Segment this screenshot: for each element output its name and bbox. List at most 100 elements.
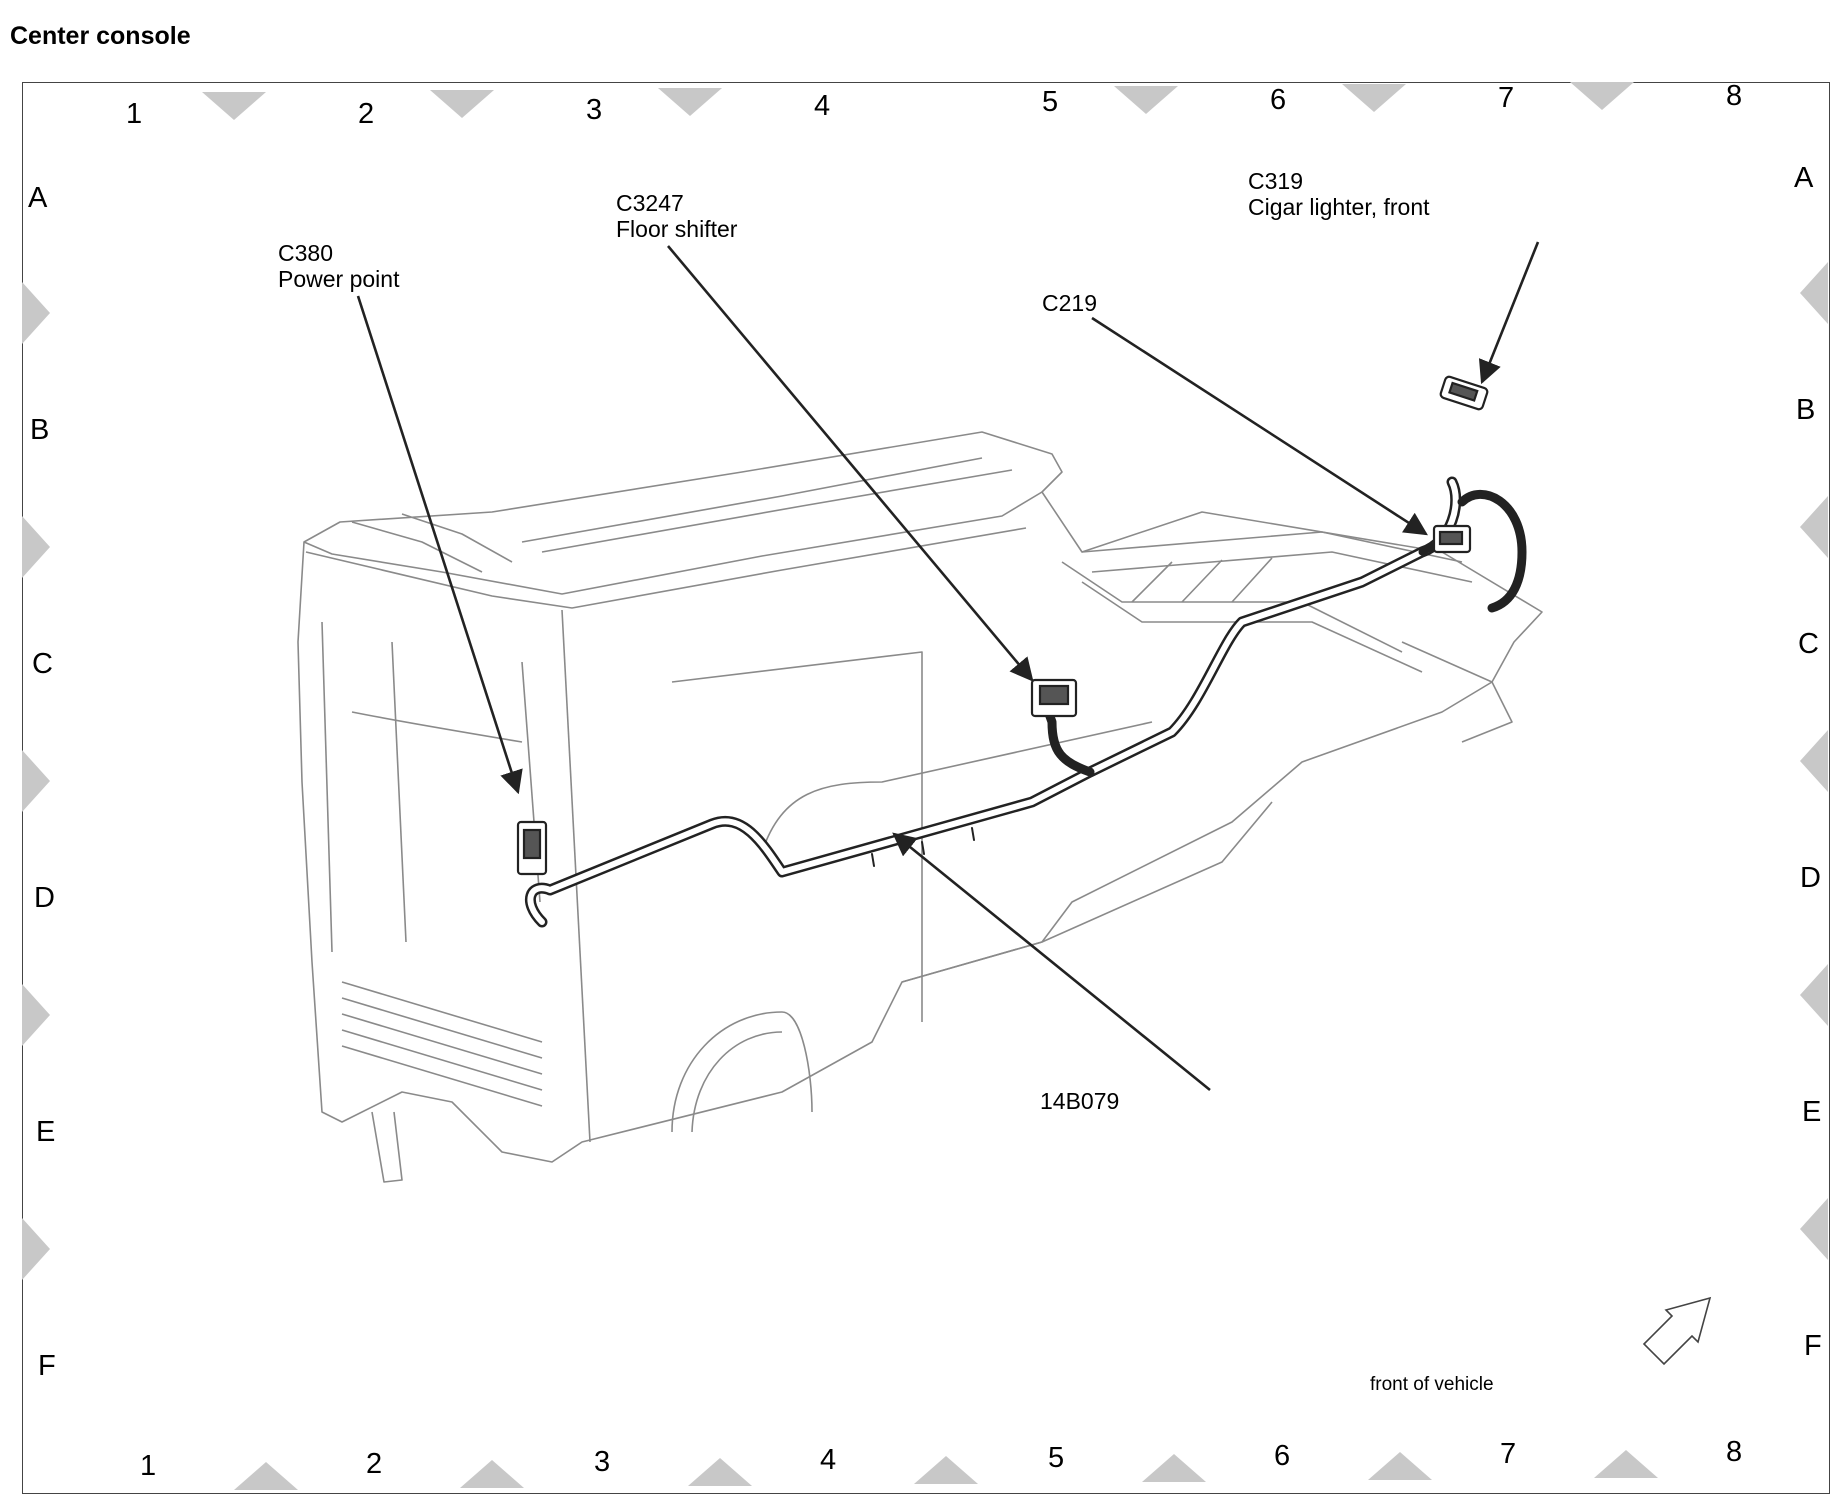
callout-c319-id: C319 bbox=[1248, 168, 1303, 194]
marker-top-1 bbox=[202, 92, 266, 120]
leader-14b079 bbox=[892, 832, 1211, 1092]
connector-c219-inner bbox=[1438, 530, 1464, 546]
row-left-d: D bbox=[34, 882, 55, 914]
col-bottom-4: 4 bbox=[820, 1444, 837, 1476]
marker-left-3 bbox=[22, 750, 50, 812]
row-right-a: A bbox=[1794, 162, 1814, 194]
connector-c3247-inner bbox=[1038, 684, 1070, 706]
marker-right-3 bbox=[1800, 730, 1828, 792]
armrest-top-1 bbox=[351, 521, 483, 573]
row-right-b: B bbox=[1796, 394, 1816, 426]
tray-opening-2 bbox=[1081, 581, 1423, 673]
col-top-5: 5 bbox=[1042, 86, 1059, 118]
side-panel-line-2 bbox=[761, 721, 1153, 853]
leader-lines bbox=[356, 241, 1540, 1092]
callout-c319-desc: Cigar lighter, front bbox=[1248, 194, 1430, 220]
marker-left-5 bbox=[22, 1218, 50, 1280]
row-left-a: A bbox=[28, 182, 48, 214]
marker-right-4 bbox=[1800, 964, 1828, 1026]
callout-c219-id: C219 bbox=[1042, 290, 1097, 316]
marker-bottom-6 bbox=[1368, 1452, 1432, 1480]
col-bottom-8: 8 bbox=[1726, 1436, 1743, 1468]
marker-top-2 bbox=[430, 90, 494, 118]
marker-top-7 bbox=[1570, 82, 1634, 110]
row-right-d: D bbox=[1800, 862, 1821, 894]
diagram-frame: 1 2 3 4 5 6 7 8 1 2 3 4 5 6 7 8 A B C D … bbox=[22, 82, 1830, 1494]
grid-markers bbox=[22, 82, 1828, 1490]
console-body bbox=[297, 431, 1543, 1183]
col-bottom-1: 1 bbox=[140, 1450, 157, 1482]
harness-outer bbox=[525, 476, 1462, 928]
side-panel-line-1 bbox=[671, 651, 923, 1022]
front-of-vehicle-arrow-icon bbox=[1642, 1296, 1712, 1366]
marker-left-4 bbox=[22, 984, 50, 1046]
col-bottom-6: 6 bbox=[1274, 1440, 1291, 1472]
vent-line-4 bbox=[341, 1029, 543, 1091]
col-top-7: 7 bbox=[1498, 82, 1515, 114]
col-top-6: 6 bbox=[1270, 84, 1287, 116]
armrest-top-4 bbox=[541, 469, 1013, 553]
wheel-arch-inner bbox=[691, 1031, 783, 1133]
vent-line-2 bbox=[341, 997, 543, 1059]
leader-c319 bbox=[1478, 241, 1540, 385]
harness-inner bbox=[527, 479, 1459, 925]
harness-tape-1 bbox=[871, 827, 975, 867]
marker-bottom-4 bbox=[914, 1456, 978, 1484]
tray-rail-2 bbox=[1091, 551, 1473, 583]
armrest-top-2 bbox=[401, 513, 513, 563]
connector-c319-inner bbox=[1448, 381, 1479, 402]
marker-top-6 bbox=[1342, 84, 1406, 112]
row-left-f: F bbox=[38, 1350, 56, 1382]
marker-right-5 bbox=[1800, 1198, 1828, 1260]
rear-face-left bbox=[321, 621, 333, 953]
col-top-1: 1 bbox=[126, 98, 143, 130]
marker-right-2 bbox=[1800, 496, 1828, 558]
callout-c380-desc: Power point bbox=[278, 266, 400, 292]
connectors bbox=[516, 375, 1489, 876]
lower-skirt bbox=[901, 801, 1273, 983]
row-right-e: E bbox=[1802, 1096, 1822, 1128]
wiring-harness bbox=[525, 476, 1527, 928]
col-top-3: 3 bbox=[586, 94, 603, 126]
vent-line-5 bbox=[341, 1045, 543, 1107]
harness-branch-shifter bbox=[1037, 689, 1095, 777]
row-right-c: C bbox=[1798, 628, 1819, 660]
tray-slots bbox=[1131, 557, 1273, 603]
col-top-8: 8 bbox=[1726, 80, 1743, 112]
rear-face-mid bbox=[391, 641, 407, 943]
marker-bottom-2 bbox=[460, 1460, 524, 1488]
callout-c3247-id: C3247 bbox=[616, 190, 684, 216]
console-outline bbox=[297, 431, 1543, 1163]
marker-bottom-7 bbox=[1594, 1450, 1658, 1478]
marker-top-5 bbox=[1114, 86, 1178, 114]
marker-top-3 bbox=[658, 88, 722, 116]
armrest-lid-edge bbox=[305, 527, 1027, 609]
marker-bottom-3 bbox=[688, 1458, 752, 1486]
wheel-arch bbox=[671, 1011, 813, 1133]
front-nose bbox=[1401, 641, 1513, 743]
col-bottom-5: 5 bbox=[1048, 1442, 1065, 1474]
marker-bottom-1 bbox=[234, 1462, 298, 1490]
row-right-f: F bbox=[1804, 1330, 1822, 1362]
row-left-c: C bbox=[32, 648, 53, 680]
page-title: Center console bbox=[10, 22, 191, 50]
marker-left-2 bbox=[22, 516, 50, 578]
col-top-2: 2 bbox=[358, 98, 375, 130]
leader-c3247 bbox=[667, 245, 1034, 682]
armrest-lid bbox=[303, 491, 1043, 595]
harness-branch-lighter bbox=[1457, 489, 1527, 613]
tray-opening bbox=[1061, 561, 1403, 653]
leader-c219 bbox=[1091, 316, 1428, 536]
lower-bracket bbox=[371, 1111, 403, 1183]
row-left-b: B bbox=[30, 414, 50, 446]
leader-c380 bbox=[356, 295, 523, 795]
marker-right-1 bbox=[1800, 262, 1828, 324]
callout-c380-id: C380 bbox=[278, 240, 333, 266]
front-of-vehicle-label: front of vehicle bbox=[1370, 1374, 1494, 1395]
console-drawing bbox=[22, 82, 1828, 1490]
vent-line-3 bbox=[341, 1013, 543, 1075]
marker-left-1 bbox=[22, 282, 50, 344]
col-bottom-2: 2 bbox=[366, 1448, 383, 1480]
col-bottom-3: 3 bbox=[594, 1446, 611, 1478]
callout-14b079-id: 14B079 bbox=[1040, 1088, 1120, 1114]
